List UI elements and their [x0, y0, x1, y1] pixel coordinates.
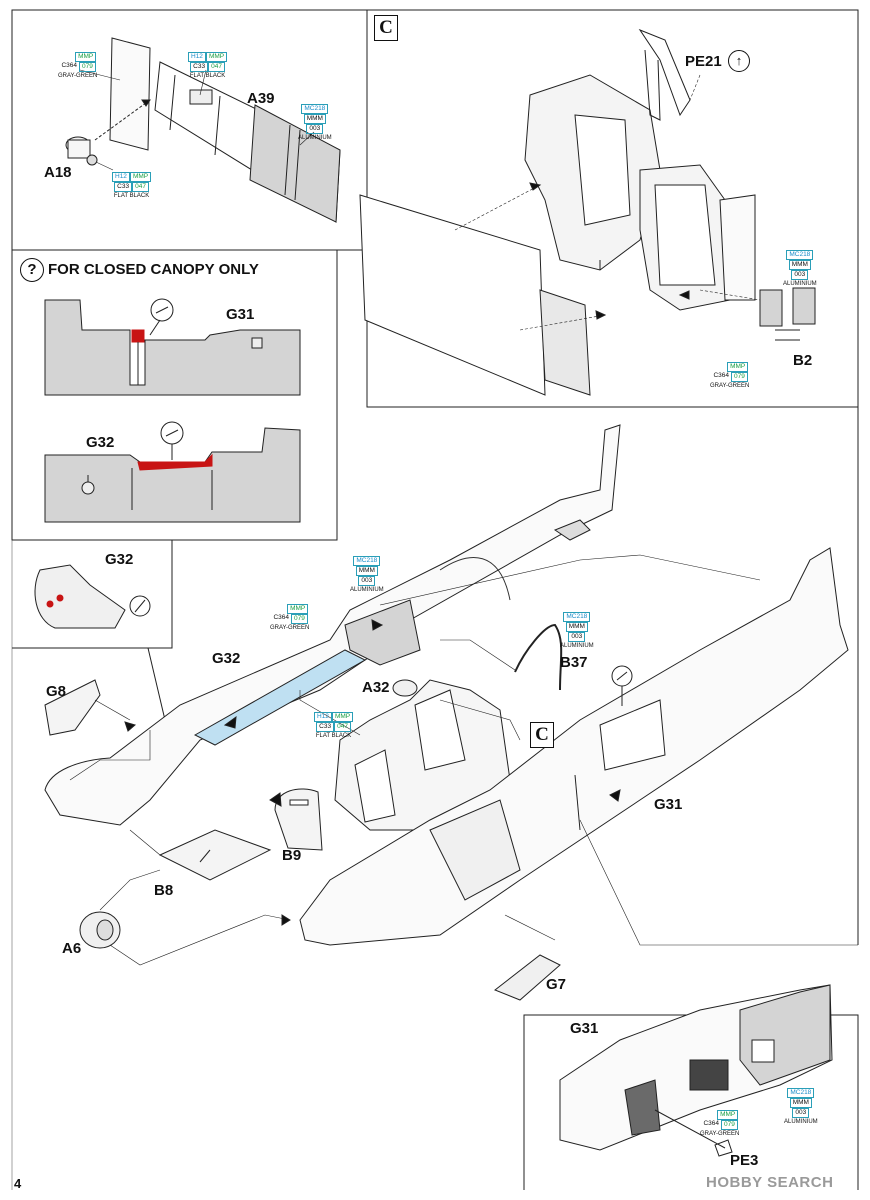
part-label-g31: G31 [654, 796, 683, 813]
part-label-pe21: PE21 [685, 53, 722, 70]
question-icon: ? [20, 258, 44, 282]
part-label-a32: A32 [362, 679, 390, 696]
g7-part-drawing [494, 954, 561, 1001]
cockpit-tub-drawing [359, 28, 816, 396]
step-letter-c: C [374, 15, 398, 41]
part-label-pe3: PE3 [730, 1152, 759, 1169]
part-label-b37: B37 [560, 654, 588, 671]
g8-part-drawing [44, 679, 101, 736]
g31-fuselage-half-drawing [299, 547, 849, 946]
part-label-g32: G32 [86, 434, 115, 451]
part-label-g32: G32 [212, 650, 241, 667]
color-callout-aluminium: MC218 MMM 003 ALUMINIUM [560, 612, 594, 649]
part-label-g8: G8 [46, 683, 67, 700]
bend-direction-icon: ↑ [728, 50, 750, 72]
a18-part-drawing [65, 99, 151, 166]
part-label-b2: B2 [793, 352, 813, 369]
part-label-b9: B9 [282, 847, 302, 864]
g32-closed-canopy-drawing [44, 421, 301, 523]
a32-part-drawing [392, 679, 418, 697]
page-number: 4 [14, 1176, 22, 1191]
g32-inset-drawing [12, 539, 173, 721]
g32-fuselage-half-drawing [44, 424, 621, 826]
part-label-g7: G7 [546, 976, 567, 993]
cockpit-tub-main-drawing [334, 679, 511, 831]
color-callout-aluminium: MC218 MMM 003 ALUMINIUM [784, 1088, 818, 1125]
color-callout-aluminium: MC218 MMM 003 ALUMINIUM [298, 104, 332, 141]
part-label-a6: A6 [62, 940, 82, 957]
watermark: HOBBY SEARCH [706, 1174, 834, 1191]
part-label-a39: A39 [247, 90, 275, 107]
b37-part-drawing [514, 623, 563, 691]
a6-part-drawing [79, 911, 121, 949]
part-label-g31: G31 [226, 306, 255, 323]
part-label-a18: A18 [44, 164, 72, 181]
color-callout-aluminium: MC218 MMM 003 ALUMINIUM [350, 556, 384, 593]
part-label-g31: G31 [570, 1020, 599, 1037]
part-label-g32-inset: G32 [105, 551, 134, 568]
a39-part-drawing [109, 37, 341, 223]
color-callout-aluminium: MC218 MMM 003 ALUMINIUM [783, 250, 817, 287]
step-letter-c: C [530, 722, 554, 748]
b8-part-drawing [158, 829, 272, 881]
b9-part-drawing [274, 788, 323, 851]
g31-closed-canopy-drawing [44, 298, 301, 396]
part-label-b8: B8 [154, 882, 174, 899]
g31-detail-drawing [559, 984, 833, 1157]
closed-canopy-title: FOR CLOSED CANOPY ONLY [48, 261, 259, 278]
